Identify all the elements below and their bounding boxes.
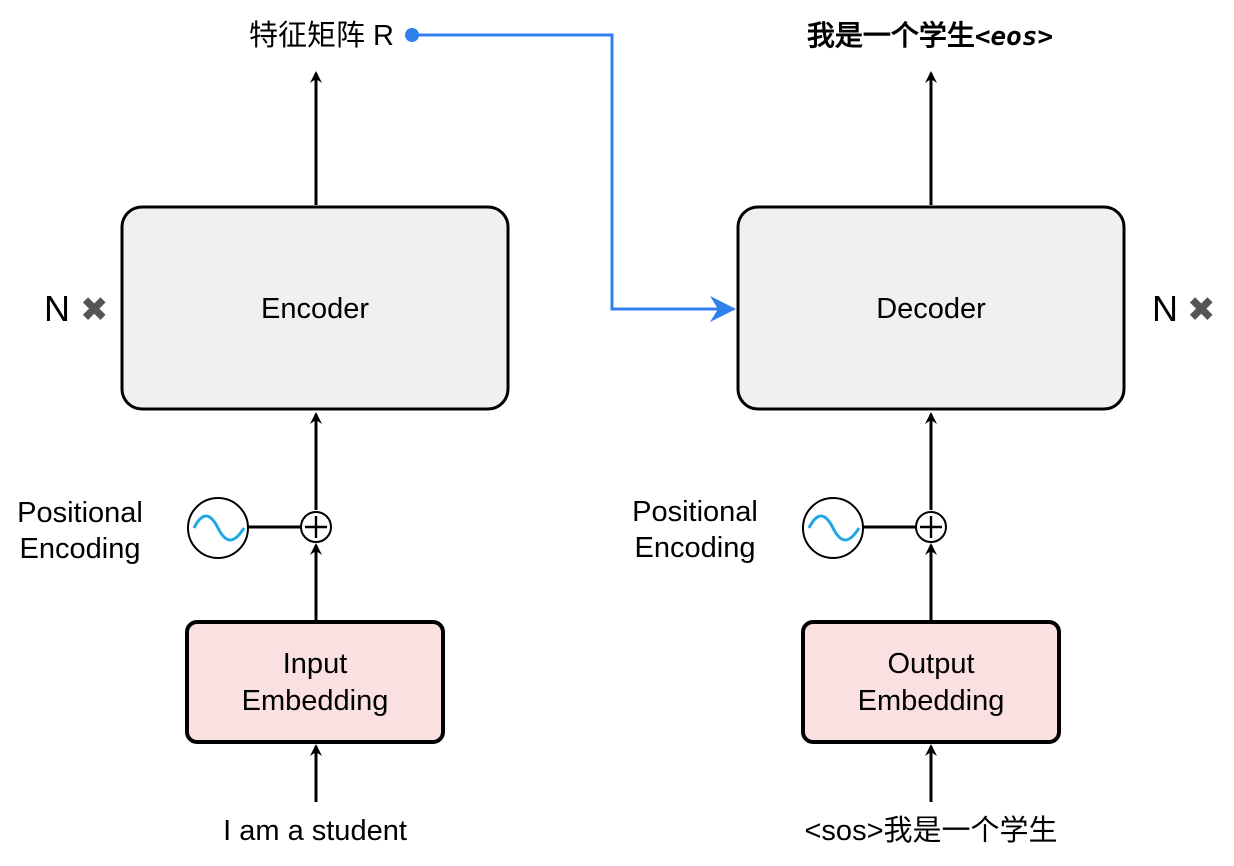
decoder-output-text: 我是一个学生<eos> — [807, 19, 1053, 52]
encoder-column: 特征矩阵 R Encoder N ✖ Positional Encoding I… — [17, 19, 510, 847]
decoder-column: 我是一个学生<eos> Decoder N ✖ Positional Encod… — [632, 19, 1215, 847]
encoder-output-label: 特征矩阵 R — [249, 19, 394, 52]
encoder-add-icon — [300, 511, 332, 543]
encoder-positional-label-line2: Encoding — [20, 533, 141, 565]
decoder-add-icon — [915, 511, 947, 543]
encoder-block-label: Encoder — [261, 293, 369, 325]
input-embedding-label-line2: Embedding — [242, 685, 389, 717]
encoder-block — [120, 205, 510, 411]
input-embedding-label-line1: Input — [283, 648, 348, 680]
encoder-decoder-connector — [405, 28, 736, 322]
decoder-output-main: 我是一个学生 — [807, 19, 975, 52]
encoder-repeat-label: N — [44, 288, 70, 329]
connector-path — [412, 33, 736, 322]
output-embedding-block — [801, 620, 1061, 744]
decoder-block-label: Decoder — [876, 293, 986, 325]
decoder-block — [736, 205, 1126, 411]
decoder-output-token: <eos> — [975, 22, 1053, 52]
encoder-positional-label-line1: Positional — [17, 497, 143, 529]
decoder-repeat-label: N — [1152, 288, 1178, 329]
decoder-times-icon: ✖ — [1187, 290, 1216, 330]
decoder-sine-wave-icon — [802, 497, 864, 559]
encoder-sine-wave-icon — [187, 497, 249, 559]
output-embedding-label-line2: Embedding — [858, 685, 1005, 717]
decoder-positional-label-line1: Positional — [632, 496, 758, 528]
encoder-input-text: I am a student — [223, 815, 407, 847]
decoder-input-text: <sos>我是一个学生 — [805, 814, 1058, 847]
output-embedding-label-line1: Output — [887, 648, 974, 680]
decoder-positional-label-line2: Encoding — [635, 532, 756, 564]
encoder-times-icon: ✖ — [80, 290, 109, 330]
input-embedding-block — [185, 620, 445, 744]
